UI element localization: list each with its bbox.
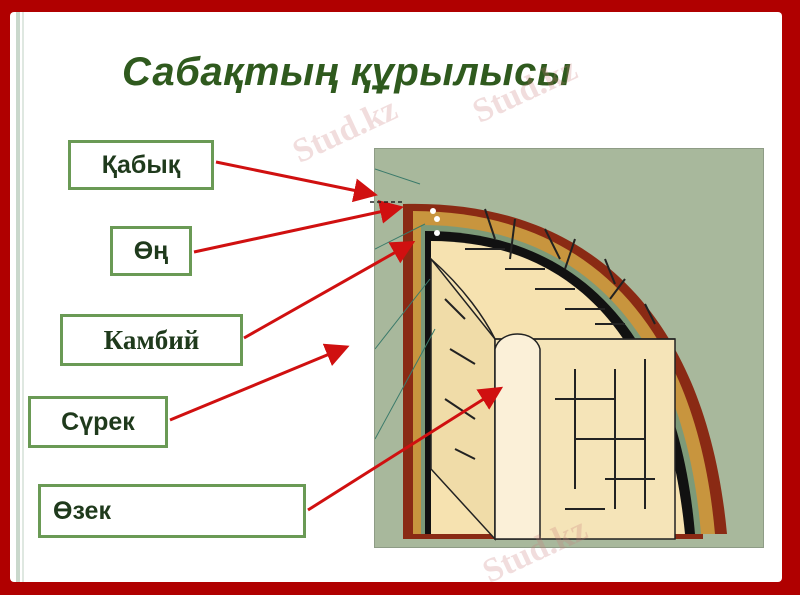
arrow-wood (169, 343, 350, 422)
arrow-pith (307, 386, 504, 512)
left-accent-bar-inner (22, 12, 24, 582)
label-phloem: Өң (110, 226, 192, 276)
left-accent-bar (16, 12, 20, 582)
label-pith: Өзек (38, 484, 306, 538)
arrow-cambium (243, 241, 416, 340)
pointer-arrows (169, 160, 504, 512)
pith-column (494, 333, 541, 540)
arrow-phloem (193, 200, 404, 254)
slide-title: Сабақтың құрылысы (122, 50, 572, 94)
stem-cross-section-diagram (374, 148, 764, 548)
slide-frame: Сабақтың құрылысы (10, 12, 782, 582)
label-bark: Қабық (68, 140, 214, 190)
label-cambium: Камбий (60, 314, 243, 366)
arrow-bark (215, 160, 378, 203)
label-wood: Сүрек (28, 396, 168, 448)
stem-illustration (374, 168, 727, 541)
